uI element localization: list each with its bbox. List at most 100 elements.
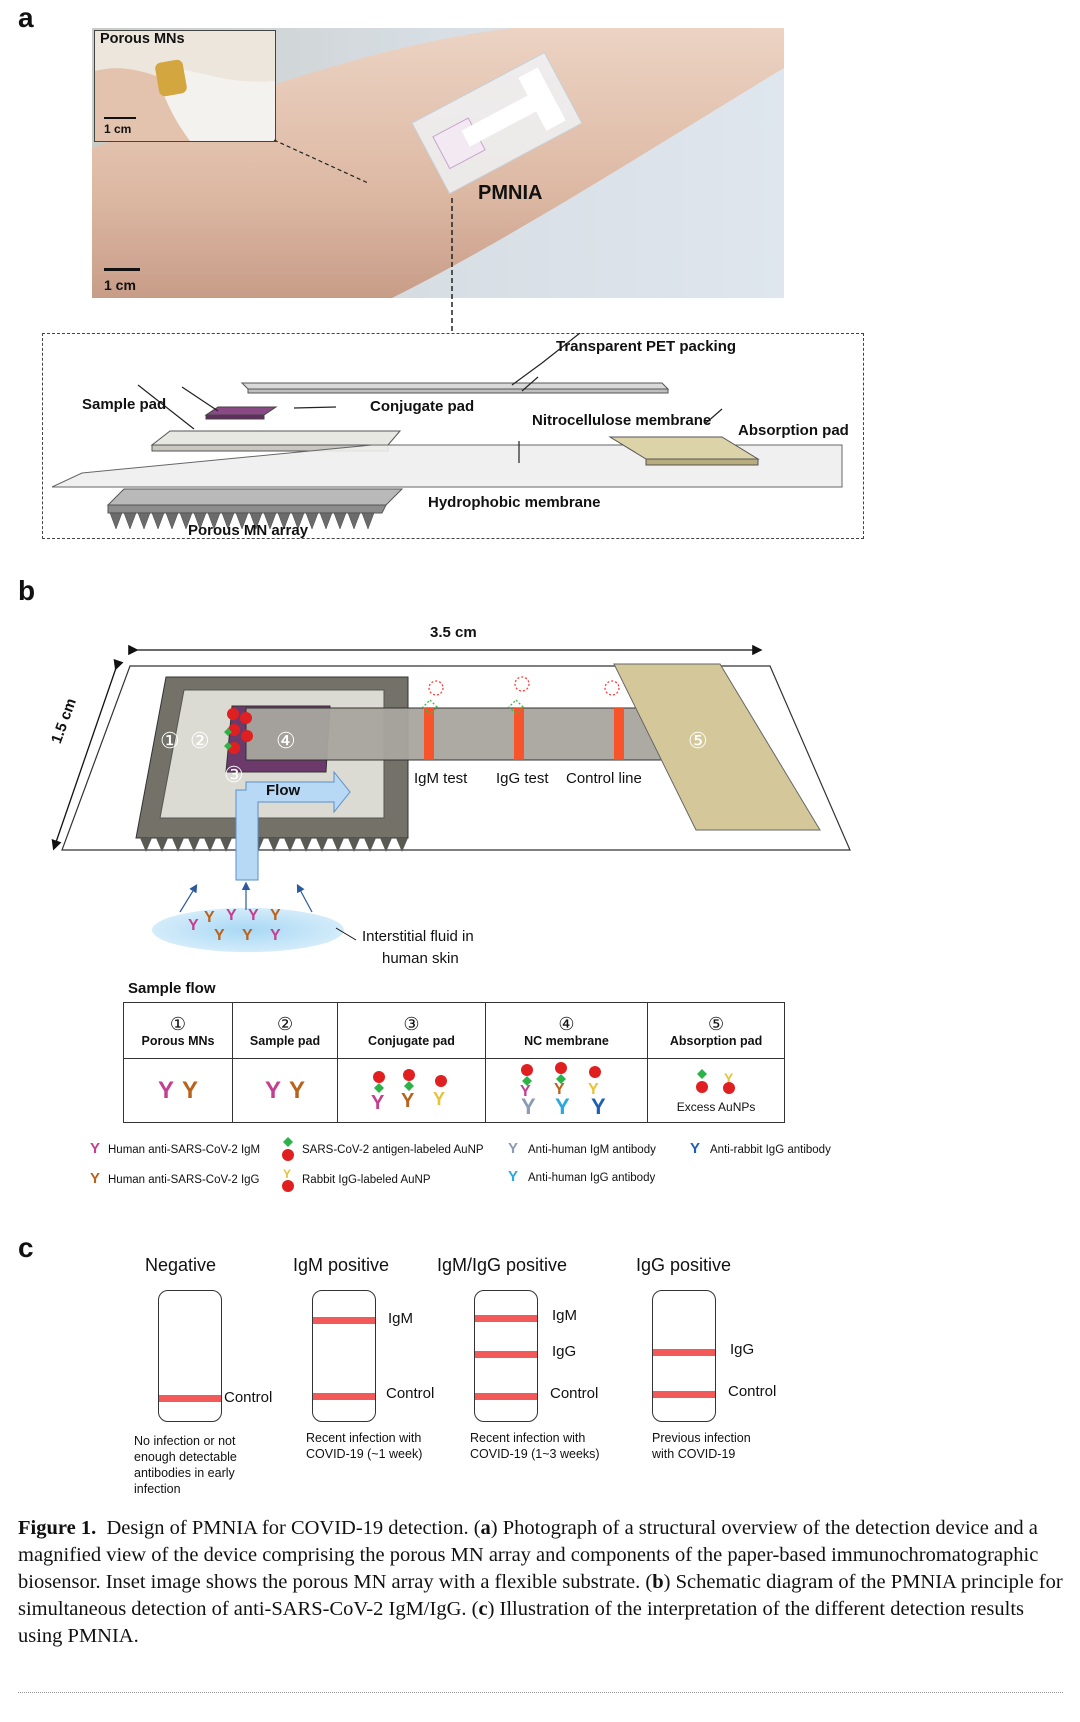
svg-text:①: ①: [160, 728, 180, 753]
legend-antigen-aunp-icon: [282, 1137, 294, 1161]
exploded-schematic: [51, 333, 843, 530]
svg-text:Y: Y: [270, 927, 281, 944]
svg-text:Y: Y: [248, 907, 259, 924]
strip-igg: [652, 1290, 716, 1422]
strip-negative: [158, 1290, 222, 1422]
flow-label: Flow: [266, 782, 301, 799]
band-igg: [653, 1349, 715, 1356]
band-control: [475, 1393, 537, 1400]
band-igg: [475, 1351, 537, 1358]
panel-b-schematic: ① ② ③ ④ ⑤ Y Y Y Y Y Y Y Y: [51, 644, 851, 952]
svg-text:Y: Y: [182, 1077, 198, 1104]
svg-text:Y: Y: [591, 1094, 606, 1116]
svg-text:④: ④: [276, 728, 296, 753]
inset-photo: [94, 30, 276, 142]
label-hydrophobic: Hydrophobic membrane: [428, 494, 601, 511]
excess-aunps-label: Excess AuNPs: [676, 1100, 756, 1114]
svg-text:Y: Y: [588, 1081, 599, 1098]
legend-rabbit-aunp: Rabbit IgG-labeled AuNP: [302, 1174, 431, 1186]
result-negative-title: Negative: [145, 1255, 217, 1275]
legend-antigen-aunp: SARS-CoV-2 antigen-labeled AuNP: [302, 1144, 484, 1156]
fluid-label-2: human skin: [382, 950, 459, 967]
device-name: PMNIA: [478, 182, 543, 204]
result-negative-desc: No infection or not enough detectable an…: [134, 1434, 237, 1496]
svg-text:Y: Y: [214, 927, 225, 944]
strip-igmigg: [474, 1290, 538, 1422]
legend-anti-rabbit: Anti-rabbit IgG antibody: [710, 1144, 831, 1156]
label-pet: Transparent PET packing: [556, 338, 737, 355]
result-igm-desc: Recent infection with COVID-19 (~1 week): [306, 1431, 423, 1461]
svg-text:Y: Y: [401, 1090, 415, 1111]
legend-igg: Human anti-SARS-CoV-2 IgG: [108, 1174, 260, 1186]
fluid-label-1: Interstitial fluid in: [362, 928, 474, 945]
result-igmigg-title: IgM/IgG positive: [437, 1255, 568, 1275]
inset-scale-bar: [104, 117, 136, 119]
igg-control-label: Control: [728, 1383, 777, 1400]
band-igm: [313, 1317, 375, 1324]
svg-text:Y: Y: [226, 907, 237, 924]
svg-text:Y: Y: [158, 1077, 174, 1104]
figure-caption: Figure 1. Design of PMNIA for COVID-19 d…: [18, 1517, 1063, 1647]
legend-igm-icon: Y: [90, 1140, 101, 1157]
svg-text:Y: Y: [265, 1077, 281, 1104]
caption-rule: [18, 1692, 1063, 1693]
label-nc-membrane: Nitrocellulose membrane: [532, 412, 712, 429]
svg-text:Y: Y: [270, 907, 281, 924]
svg-text:Y: Y: [554, 1081, 565, 1098]
legend-anti-igm-icon: Y: [508, 1140, 519, 1157]
legend-anti-rabbit-icon: Y: [690, 1140, 701, 1157]
inset-scale-label: 1 cm: [104, 122, 132, 136]
band-control: [653, 1391, 715, 1398]
table-cell-absorption-pad: Y Excess AuNPs: [647, 1058, 785, 1123]
sample-flow-label: Sample flow: [128, 980, 216, 997]
panel-a-connectors: [273, 139, 453, 334]
svg-text:Y: Y: [724, 1070, 734, 1086]
legend-anti-igm: Anti-human IgM antibody: [528, 1144, 656, 1156]
photo-scale-bar: [104, 268, 140, 271]
svg-text:Y: Y: [289, 1077, 305, 1104]
width-label: 3.5 cm: [430, 624, 477, 641]
result-igg-desc: Previous infection with COVID-19: [652, 1431, 751, 1461]
svg-text:Y: Y: [521, 1094, 536, 1116]
legend-igm: Human anti-SARS-CoV-2 IgM: [108, 1144, 261, 1156]
label-mn-array: Porous MN array: [188, 522, 309, 539]
igmigg-igm-label: IgM: [552, 1307, 578, 1324]
svg-text:Y: Y: [520, 1083, 531, 1100]
igg-label: IgG: [730, 1341, 755, 1358]
caption-label: Figure 1.: [18, 1517, 97, 1539]
band-igm: [475, 1315, 537, 1322]
inset-label: Porous MNs: [100, 31, 185, 47]
svg-text:Y: Y: [433, 1089, 445, 1109]
result-igg-title: IgG positive: [636, 1255, 732, 1275]
label-conjugate-pad: Conjugate pad: [370, 398, 475, 415]
label-absorption-pad: Absorption pad: [738, 422, 849, 439]
svg-text:③: ③: [224, 762, 244, 787]
igm-test-label: IgM test: [414, 770, 468, 787]
table-cell-conjugate-pad: Y Y Y: [337, 1058, 486, 1123]
panel-c-letter: c: [18, 1232, 34, 1263]
band-control: [159, 1395, 221, 1402]
svg-text:②: ②: [190, 728, 210, 753]
svg-text:Y: Y: [283, 1167, 291, 1181]
svg-text:Y: Y: [371, 1092, 385, 1111]
label-sample-pad: Sample pad: [82, 396, 167, 413]
strip-igm: [312, 1290, 376, 1422]
control-line-label: Control line: [566, 770, 642, 787]
panel-a-letter: a: [18, 2, 34, 33]
exploded-schematic-box: [42, 333, 864, 539]
legend-igg-icon: Y: [90, 1170, 101, 1187]
igm-label: IgM: [388, 1310, 414, 1327]
svg-text:Y: Y: [188, 917, 199, 934]
panel-b-letter: b: [18, 575, 36, 606]
legend-anti-igg: Anti-human IgG antibody: [528, 1172, 656, 1184]
result-igm-title: IgM positive: [293, 1255, 390, 1275]
igg-test-label: IgG test: [496, 770, 549, 787]
